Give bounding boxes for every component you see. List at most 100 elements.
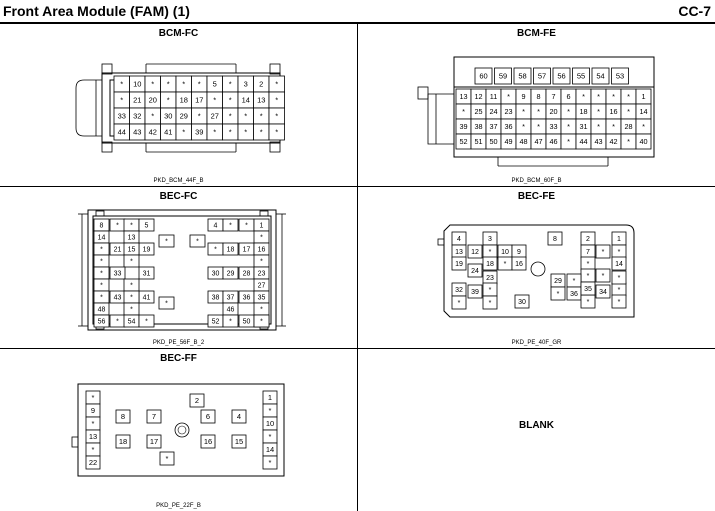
pin-label: 48: [98, 306, 106, 313]
pin-label: *: [151, 79, 154, 88]
pin-label: 14: [639, 107, 647, 116]
connector-pin: 7: [146, 409, 162, 424]
connector-pin: *: [560, 103, 577, 120]
connector-pin: *: [605, 118, 622, 135]
pin-label: 18: [227, 246, 235, 253]
panel-blank: BLANK: [358, 349, 715, 511]
connector-pin: 33: [109, 266, 126, 280]
pin-label: 32: [133, 111, 141, 120]
pin-label: *: [229, 222, 232, 229]
pin-label: *: [489, 287, 492, 294]
pin-label: *: [537, 122, 540, 131]
connector-pin: *: [93, 254, 110, 268]
connector-pin: 28: [620, 118, 637, 135]
connector-pin: *: [160, 91, 177, 109]
pin-label: 19: [455, 261, 463, 268]
pin-label: 39: [459, 122, 467, 131]
connector-pin: 17: [191, 91, 208, 109]
locating-hole: [177, 425, 187, 435]
pin-label: *: [489, 249, 492, 256]
connector-pin: *: [575, 88, 592, 105]
connector-title: BEC-FC: [159, 191, 198, 202]
connector-pin: 43: [129, 123, 146, 141]
pin-label: *: [100, 282, 103, 289]
pin-label: *: [587, 261, 590, 268]
connector-pin: 7: [545, 88, 562, 105]
connector-pin: 5: [206, 75, 223, 93]
pin-label: 15: [235, 437, 243, 446]
pin-label: 5: [213, 79, 217, 88]
connector-pin: 34: [595, 284, 611, 299]
connector-pin: 9: [85, 403, 101, 418]
pin-label: 9: [517, 249, 521, 256]
connector-pin: *: [144, 75, 161, 93]
pin-label: 13: [455, 249, 463, 256]
connector-pin: 1: [611, 231, 627, 246]
pin-label: 44: [118, 127, 126, 136]
connector-pin: 42: [605, 133, 622, 150]
pin-label: *: [198, 79, 201, 88]
connector-pin: 20: [144, 91, 161, 109]
pin-label: *: [567, 122, 570, 131]
connector-pin: 29: [222, 266, 239, 280]
connector-pin: *: [237, 123, 254, 141]
connector-pin: 52: [455, 133, 472, 150]
pin-label: 59: [499, 71, 507, 80]
pin-label: *: [213, 127, 216, 136]
pin-label: 38: [212, 294, 220, 301]
connector-outline: [87, 209, 277, 331]
connector-pin: *: [515, 118, 532, 135]
connector-outline: [77, 383, 285, 477]
connector-pin: 14: [237, 91, 254, 109]
pin-label: *: [618, 249, 621, 256]
connector-outline: [101, 63, 113, 75]
connector-pin: 23: [482, 270, 498, 285]
connector-pin: *: [253, 230, 270, 244]
pin-label: 41: [143, 294, 151, 301]
connector-pin: 2: [189, 393, 205, 408]
connector-pin: 2: [580, 231, 596, 246]
connector-pin: 48: [515, 133, 532, 150]
pin-label: 28: [243, 270, 251, 277]
pin-label: 30: [518, 299, 526, 306]
connector-pin: 14: [93, 230, 110, 244]
pin-label: 42: [609, 137, 617, 146]
pin-label: 34: [599, 289, 607, 296]
locating-hole: [174, 422, 190, 438]
connector-pin: 16: [605, 103, 622, 120]
pin-label: *: [229, 127, 232, 136]
pin-label: 33: [118, 111, 126, 120]
connector-pin: 16: [511, 256, 527, 271]
pin-label: *: [618, 287, 621, 294]
connector-pin: 10: [262, 416, 278, 431]
connector-pin: 6: [560, 88, 577, 105]
pin-label: 14: [266, 445, 274, 454]
pin-label: 13: [128, 234, 136, 241]
connector-title: BCM-FC: [158, 28, 199, 39]
connector-part-code: PKD_PE_40F_GR: [511, 340, 562, 346]
pin-label: *: [627, 137, 630, 146]
connector-pin: *: [530, 103, 547, 120]
pin-label: 18: [180, 95, 188, 104]
connector-pin: *: [253, 123, 270, 141]
pin-label: *: [587, 273, 590, 280]
pin-label: 3: [244, 79, 248, 88]
pin-label: *: [130, 306, 133, 313]
pin-label: 29: [180, 111, 188, 120]
pin-label: 20: [149, 95, 157, 104]
connector-pin: 41: [160, 123, 177, 141]
connector-pin: 48: [93, 302, 110, 316]
pin-label: 24: [471, 268, 479, 275]
connector-pin: *: [262, 455, 278, 470]
pin-label: 6: [566, 92, 570, 101]
pin-label: *: [642, 122, 645, 131]
pin-label: 1: [617, 236, 621, 243]
connector-pin: 18: [222, 242, 239, 256]
connector-pin: *: [620, 103, 637, 120]
connector-pin: 17: [146, 434, 162, 449]
connector-pin: 23: [253, 266, 270, 280]
pin-label: 14: [242, 95, 250, 104]
connector-pin: 33: [545, 118, 562, 135]
